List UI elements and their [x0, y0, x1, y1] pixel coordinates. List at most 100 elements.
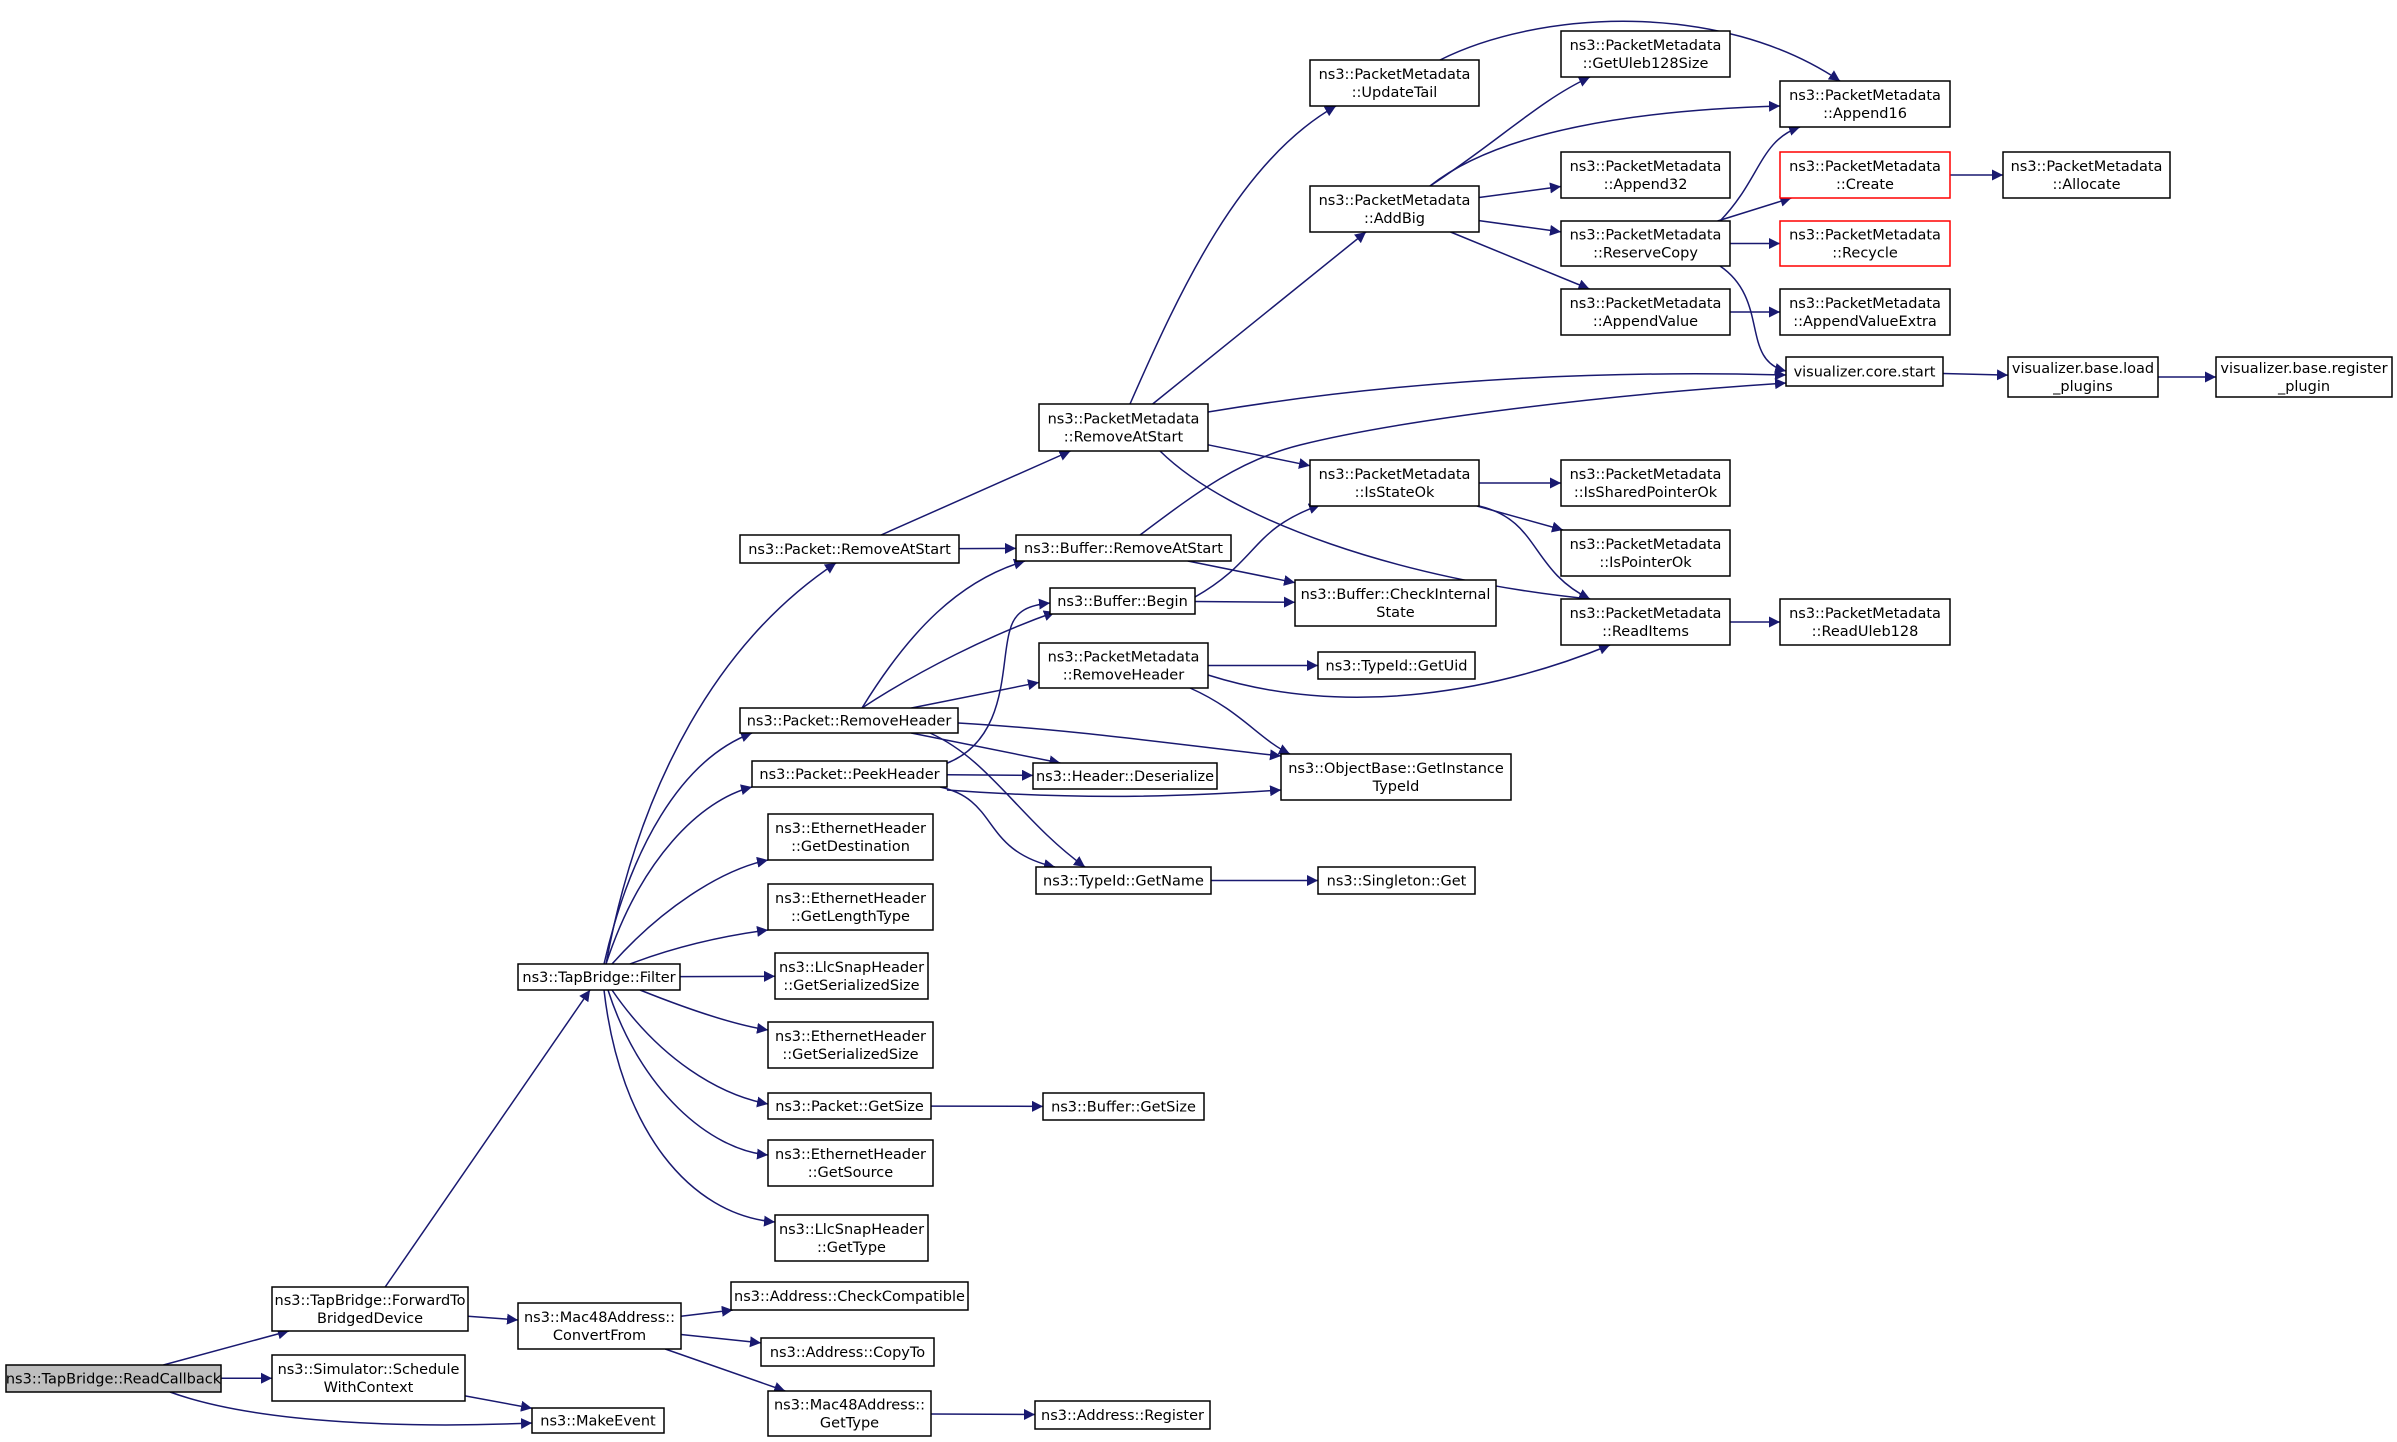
node-label: ns3::Packet::PeekHeader — [759, 767, 939, 783]
call-edge-filter-to-pktpeekheader — [605, 784, 753, 965]
node-box — [531, 1407, 665, 1434]
function-node-makeevent[interactable]: ns3::MakeEvent — [531, 1407, 665, 1434]
node-label: ns3::PacketMetadata — [1570, 38, 1722, 54]
call-edge-bufbegin-to-bufcheckinternal — [1194, 596, 1296, 608]
call-edge-pmisstateok-to-pmreaditems — [1478, 505, 1591, 600]
function-node-pmcreate[interactable]: ns3::PacketMetadata::Create — [1779, 151, 1951, 199]
function-node-pmappendvalueextra[interactable]: ns3::PacketMetadata::AppendValueExtra — [1779, 288, 1951, 336]
node-box — [1560, 220, 1731, 267]
node-label: ns3::Buffer::CheckInternal — [1301, 587, 1491, 603]
node-box — [767, 813, 934, 861]
function-node-pmappend16[interactable]: ns3::PacketMetadata::Append16 — [1779, 80, 1951, 128]
node-label: ::RemoveHeader — [1063, 668, 1184, 684]
function-node-pmreaditems[interactable]: ns3::PacketMetadata::ReadItems — [1560, 598, 1731, 646]
node-box — [5, 1364, 222, 1393]
function-node-checkcompat[interactable]: ns3::Address::CheckCompatible — [730, 1281, 969, 1311]
node-label: ns3::EthernetHeader — [775, 1147, 926, 1163]
function-node-mac48gettype[interactable]: ns3::Mac48Address::GetType — [767, 1390, 932, 1437]
function-node-filter[interactable]: ns3::TapBridge::Filter — [517, 963, 681, 991]
node-box — [1038, 403, 1209, 452]
function-node-pktpeekheader[interactable]: ns3::Packet::PeekHeader — [751, 760, 948, 788]
call-edge-pmupdatetail-to-pmappend16 — [1439, 20, 1841, 82]
node-label: WithContext — [324, 1380, 414, 1396]
function-node-pmupdatetail[interactable]: ns3::PacketMetadata::UpdateTail — [1309, 59, 1480, 107]
function-node-pmappend32[interactable]: ns3::PacketMetadata::Append32 — [1560, 151, 1731, 199]
node-label: ns3::PacketMetadata — [1570, 537, 1722, 553]
function-node-typeidgetuid[interactable]: ns3::TypeId::GetUid — [1317, 651, 1476, 680]
call-edge-pmaddbig-to-pmreservecopy — [1478, 219, 1562, 236]
call-edge-filter-to-pktremoveatstart — [605, 562, 837, 965]
function-node-bufremoveatstart[interactable]: ns3::Buffer::RemoveAtStart — [1015, 534, 1232, 562]
node-label: ns3::Mac48Address:: — [524, 1310, 675, 1326]
call-edge-filter-to-ethgetdest — [611, 856, 769, 965]
function-node-ethgetsersize[interactable]: ns3::EthernetHeader::GetSerializedSize — [767, 1021, 934, 1069]
function-node-pktremoveheader[interactable]: ns3::Packet::RemoveHeader — [739, 707, 959, 734]
node-box — [730, 1281, 969, 1311]
function-node-viscorestart[interactable]: visualizer.core.start — [1785, 356, 1944, 387]
call-edge-pmaddbig-to-pmappendvalue — [1450, 231, 1590, 290]
function-node-ethgetdest[interactable]: ns3::EthernetHeader::GetDestination — [767, 813, 934, 861]
function-node-typeidgetname[interactable]: ns3::TypeId::GetName — [1035, 866, 1212, 895]
call-edge-pmreservecopy-to-pmcreate — [1717, 196, 1792, 222]
call-edge-filter-to-pktgetsize — [611, 989, 769, 1108]
function-node-pmissharedptr[interactable]: ns3::PacketMetadata::IsSharedPointerOk — [1560, 459, 1731, 507]
function-node-pmisstateok[interactable]: ns3::PacketMetadata::IsStateOk — [1309, 459, 1480, 507]
node-box — [1560, 529, 1731, 577]
function-node-ethgetlentype[interactable]: ns3::EthernetHeader::GetLengthType — [767, 883, 934, 931]
function-node-pmappendvalue[interactable]: ns3::PacketMetadata::AppendValue — [1560, 288, 1731, 336]
call-edge-pktremoveheader-to-hdrdeserialize — [911, 732, 1061, 767]
node-box — [767, 1139, 934, 1187]
node-label: ::AddBig — [1364, 211, 1425, 227]
function-node-pmisptr[interactable]: ns3::PacketMetadata::IsPointerOk — [1560, 529, 1731, 577]
function-node-pmreaduleb[interactable]: ns3::PacketMetadata::ReadUleb128 — [1779, 598, 1951, 646]
node-box — [1015, 534, 1232, 562]
call-edge-mac48gettype-to-register — [930, 1408, 1036, 1420]
function-node-llcgetsersize[interactable]: ns3::LlcSnapHeader::GetSerializedSize — [774, 952, 929, 1000]
node-label: ::AppendValueExtra — [1793, 314, 1937, 330]
node-box — [1042, 1092, 1205, 1121]
node-label: ::UpdateTail — [1352, 85, 1438, 101]
call-edge-filter-to-pktremoveheader — [603, 731, 753, 965]
function-node-pmrecycle[interactable]: ns3::PacketMetadata::Recycle — [1779, 220, 1951, 267]
node-box — [774, 952, 929, 1000]
function-node-singletonget[interactable]: ns3::Singleton::Get — [1317, 866, 1476, 895]
function-node-bufbegin[interactable]: ns3::Buffer::Begin — [1049, 587, 1196, 615]
function-node-bufgetsize[interactable]: ns3::Buffer::GetSize — [1042, 1092, 1205, 1121]
function-node-pktremoveatstart[interactable]: ns3::Packet::RemoveAtStart — [739, 534, 960, 564]
node-label: ns3::EthernetHeader — [775, 891, 926, 907]
function-node-ethgetsource[interactable]: ns3::EthernetHeader::GetSource — [767, 1139, 934, 1187]
function-node-llcgettype[interactable]: ns3::LlcSnapHeader::GetType — [774, 1214, 929, 1262]
function-node-mac48convert[interactable]: ns3::Mac48Address::ConvertFrom — [517, 1302, 682, 1350]
node-label: ns3::PacketMetadata — [1789, 606, 1941, 622]
call-edge-forwardto-to-filter — [384, 989, 591, 1288]
call-edge-pktpeekheader-to-hdrdeserialize — [946, 769, 1034, 781]
call-edge-readcallback-to-forwardto — [163, 1328, 290, 1366]
function-node-copyto[interactable]: ns3::Address::CopyTo — [760, 1337, 935, 1367]
function-node-pmremoveatstart[interactable]: ns3::PacketMetadata::RemoveAtStart — [1038, 403, 1209, 452]
node-label: ns3::MakeEvent — [540, 1414, 656, 1430]
node-box — [1785, 356, 1944, 387]
function-node-register[interactable]: ns3::Address::Register — [1034, 1400, 1211, 1430]
call-edge-mac48convert-to-mac48gettype — [664, 1348, 786, 1393]
node-label: visualizer.core.start — [1794, 365, 1936, 381]
call-edge-pktpeekheader-to-typeidgetname — [939, 786, 1056, 870]
function-node-visregisterplugin[interactable]: visualizer.base.register_plugin — [2215, 356, 2393, 398]
function-node-readcallback[interactable]: ns3::TapBridge::ReadCallback — [5, 1364, 222, 1393]
node-label: ns3::PacketMetadata — [1570, 606, 1722, 622]
node-label: ns3::EthernetHeader — [775, 1029, 926, 1045]
function-node-pmaddbig[interactable]: ns3::PacketMetadata::AddBig — [1309, 185, 1480, 233]
function-node-visloadplugins[interactable]: visualizer.base.load_plugins — [2007, 356, 2159, 398]
function-node-pmgetuleb[interactable]: ns3::PacketMetadata::GetUleb128Size — [1560, 30, 1731, 78]
function-node-pmreservecopy[interactable]: ns3::PacketMetadata::ReserveCopy — [1560, 220, 1731, 267]
function-node-hdrdeserialize[interactable]: ns3::Header::Deserialize — [1032, 762, 1218, 790]
function-node-pmremoveheader[interactable]: ns3::PacketMetadata::RemoveHeader — [1038, 642, 1209, 689]
function-node-pktgetsize[interactable]: ns3::Packet::GetSize — [767, 1092, 932, 1120]
function-node-pmallocate[interactable]: ns3::PacketMetadata::Allocate — [2002, 151, 2171, 199]
call-edge-pktremoveheader-to-typeidgetname — [929, 732, 1086, 868]
call-edge-pmaddbig-to-pmappend16 — [1429, 100, 1781, 187]
node-label: ns3::Header::Deserialize — [1036, 769, 1214, 785]
